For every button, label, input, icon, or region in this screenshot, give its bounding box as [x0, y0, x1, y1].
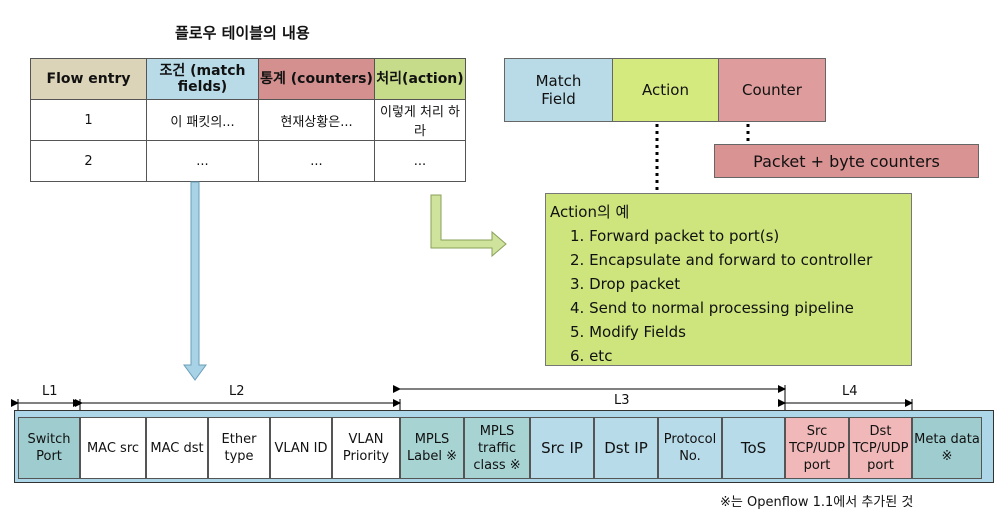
down-arrow — [183, 181, 207, 381]
field-vlan-priority: VLAN Priority — [332, 417, 400, 479]
header-counters: 통계 (counters) — [258, 58, 375, 100]
header-action: 처리(action) — [374, 58, 466, 100]
list-item: 5. Modify Fields — [570, 323, 686, 341]
flow-table-title: 플로우 테이블의 내용 — [175, 24, 310, 42]
layer-label-l2: L2 — [229, 384, 245, 399]
field-src-tcp-udp-port: Src TCP/UDP port — [785, 417, 849, 479]
table-row: 2 ... ... ... — [30, 140, 466, 182]
flow-table: Flow entry 조건 (match fields) 통계 (counter… — [30, 58, 466, 182]
action-examples: Action의 예 1. Forward packet to port(s) 2… — [545, 193, 912, 366]
field-switch-port: Switch Port — [18, 417, 80, 479]
packet-byte-counters: Packet + byte counters — [714, 144, 979, 178]
table-cell: 이렇게 처리 하라 — [374, 99, 466, 141]
list-item: 3. Drop packet — [570, 275, 681, 293]
field-dst-ip: Dst IP — [594, 417, 658, 479]
field-mac-src: MAC src — [80, 417, 146, 479]
field-dst-tcp-udp-port: Dst TCP/UDP port — [849, 417, 912, 479]
list-item: 1. Forward packet to port(s) — [570, 227, 780, 245]
list-item: 4. Send to normal processing pipeline — [570, 299, 854, 317]
layer-label-l1: L1 — [42, 384, 58, 399]
footnote: ※는 Openflow 1.1에서 추가된 것 — [720, 495, 914, 510]
field-mpls-label: MPLS Label ※ — [400, 417, 464, 479]
field-vlan-id: VLAN ID — [270, 417, 332, 479]
field-ether-type: Ether type — [208, 417, 270, 479]
bent-arrow — [430, 194, 507, 258]
counter-box: Counter — [718, 58, 826, 122]
action-box-header: Action — [612, 58, 719, 122]
field-protocol-no: Protocol No. — [658, 417, 722, 479]
table-cell: ... — [258, 140, 375, 182]
header-match-fields: 조건 (match fields) — [146, 58, 259, 100]
table-cell: ... — [374, 140, 466, 182]
field-mpls-traffic-class: MPLS traffic class ※ — [464, 417, 530, 479]
layer-label-l3: L3 — [614, 393, 630, 408]
match-field-box: Match Field — [504, 58, 613, 122]
field-src-ip: Src IP — [530, 417, 594, 479]
flow-table-header-row: Flow entry 조건 (match fields) 통계 (counter… — [30, 58, 466, 100]
action-examples-title: Action의 예 — [550, 203, 630, 221]
table-cell: 2 — [30, 140, 147, 182]
field-tos: ToS — [722, 417, 785, 479]
table-cell: ... — [146, 140, 259, 182]
list-item: 6. etc — [570, 347, 613, 365]
layer-label-l4: L4 — [842, 384, 858, 399]
field-mac-dst: MAC dst — [146, 417, 208, 479]
list-item: 2. Encapsulate and forward to controller — [570, 251, 873, 269]
field-meta-data: Meta data ※ — [912, 417, 982, 479]
